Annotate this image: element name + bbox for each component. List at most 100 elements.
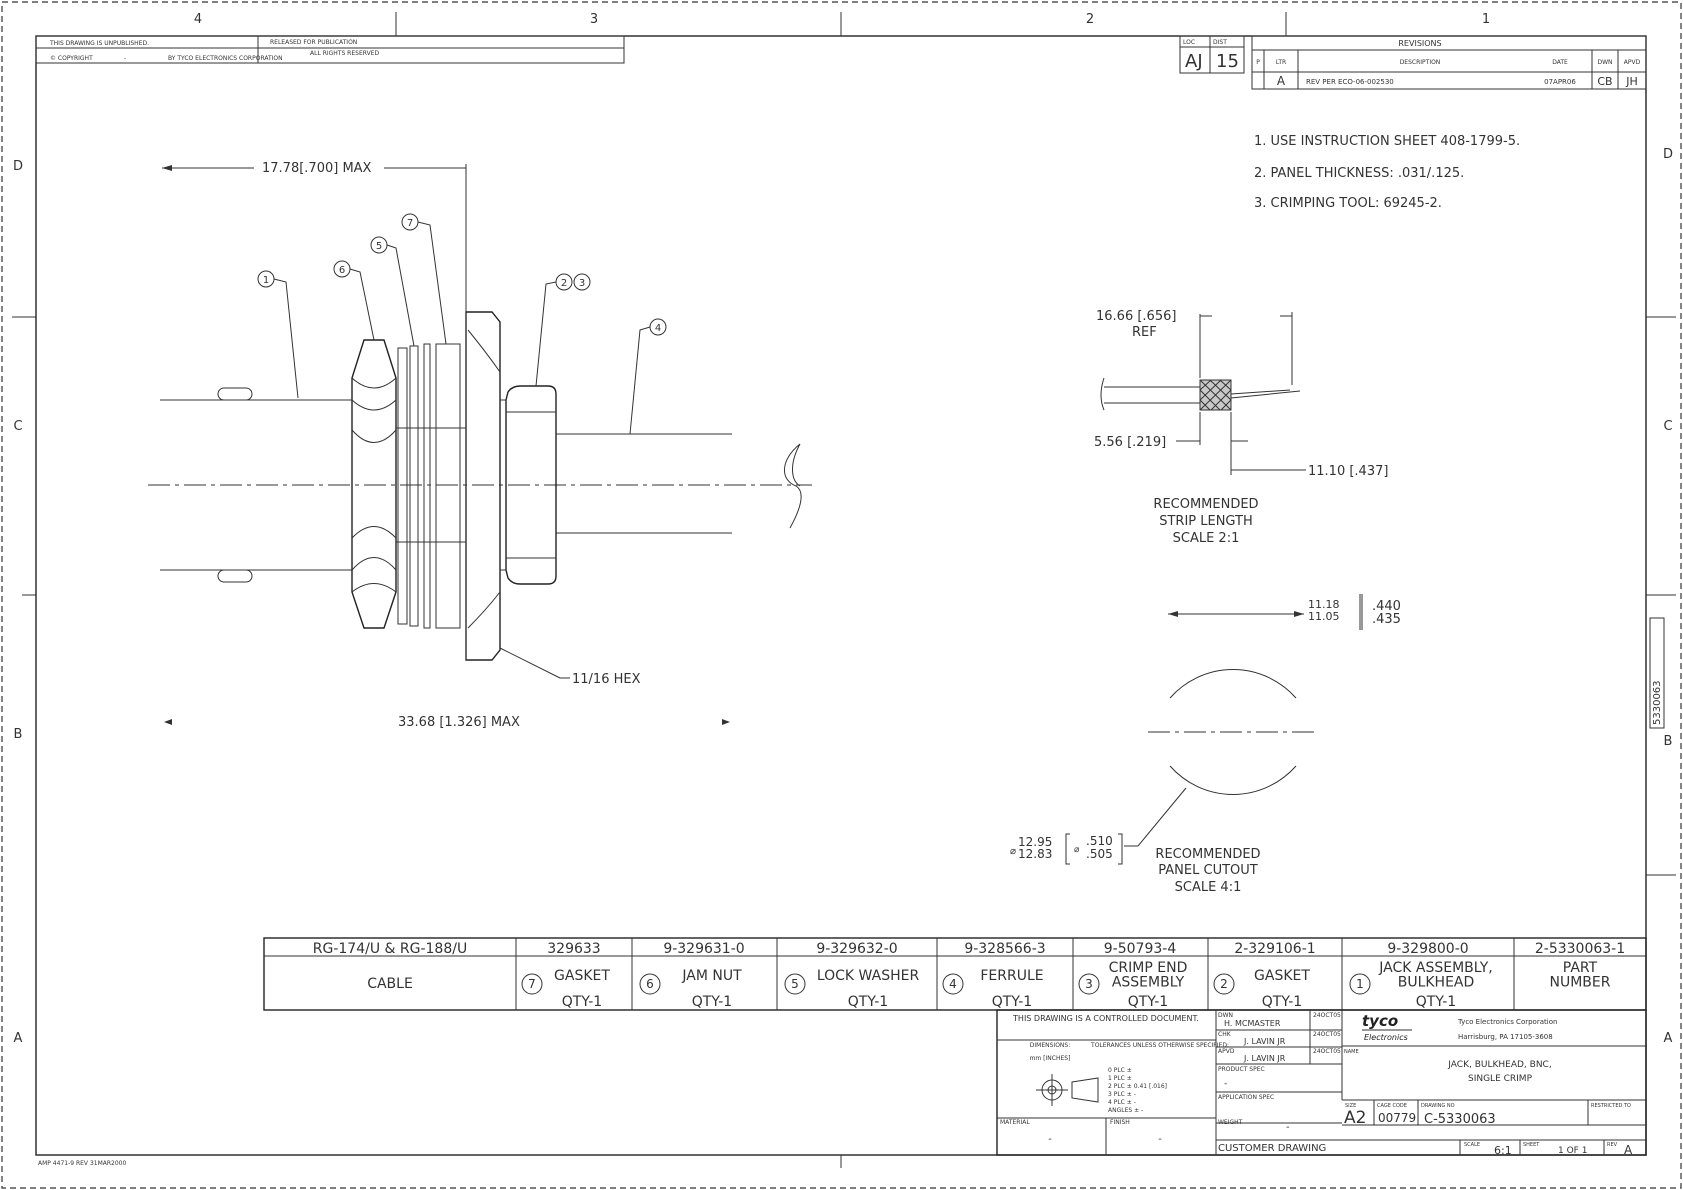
chk-date: 24OCT05: [1313, 1031, 1341, 1038]
dim-strip-b: 11.10 [.437]: [1308, 464, 1388, 479]
revision-block: LOC AJ DIST 15 REVISIONS P LTR DESCRIPTI…: [1179, 35, 1647, 90]
product-spec-value: -: [1224, 1079, 1227, 1089]
dim-overall-top: 17.78[.700] MAX: [262, 161, 372, 176]
drawing-no-label: DRAWING NO: [1421, 1103, 1455, 1109]
svg-text:4: 4: [655, 323, 661, 334]
strip-caption-2: STRIP LENGTH: [1159, 514, 1253, 529]
tol-row-5: ANGLES ± -: [1108, 1107, 1143, 1114]
note-1: 1. USE INSTRUCTION SHEET 408-1799-5.: [1254, 134, 1520, 149]
sheet-label: SHEET: [1523, 1142, 1540, 1148]
note-3: 3. CRIMPING TOOL: 69245-2.: [1254, 196, 1442, 211]
bom-num-1: 1: [1356, 977, 1364, 991]
dimensions-label: DIMENSIONS:: [1030, 1042, 1070, 1049]
zone-row-d-left: D: [13, 159, 23, 174]
rev-header-date: DATE: [1552, 59, 1568, 66]
cutout-caption-2: PANEL CUTOUT: [1158, 863, 1257, 878]
zone-col-3: 3: [590, 12, 598, 27]
svg-text:2: 2: [561, 278, 567, 289]
zone-labels: 4 3 2 1 D C B A D C B A: [13, 12, 1673, 1046]
finish-value: -: [1158, 1134, 1162, 1145]
rev-label: REV: [1607, 1142, 1618, 1148]
dim-dia-in-min: .505: [1086, 847, 1113, 861]
dwn-date: 24OCT05: [1313, 1012, 1341, 1019]
chk-name: J. LAVIN JR: [1243, 1037, 1286, 1046]
dia-symbol-in: ⌀: [1074, 845, 1080, 855]
rev-value: A: [1624, 1143, 1633, 1157]
balloon-5: 5: [370, 236, 415, 347]
bom-desc-cable: CABLE: [367, 976, 413, 992]
connector-side-view: 17.78[.700] MAX 33.68 [1.326] MAX 11/16 …: [148, 161, 812, 730]
bom-pn-7: 329633: [547, 941, 600, 957]
svg-text:3: 3: [579, 278, 585, 289]
form-code: AMP 4471-9 REV 31MAR2000: [38, 1160, 126, 1167]
material-value: -: [1048, 1134, 1052, 1145]
tol-row-4: 4 PLC ± -: [1108, 1099, 1136, 1106]
rev-row-date: 07APR06: [1544, 78, 1576, 86]
revisions-title: REVISIONS: [1398, 39, 1441, 48]
apvd-date: 24OCT05: [1313, 1048, 1341, 1055]
bom-num-6: 6: [646, 977, 654, 991]
rev-row-ltr: A: [1277, 74, 1286, 88]
rev-header-dwn: DWN: [1597, 59, 1612, 66]
dim-overall-bottom: 33.68 [1.326] MAX: [398, 715, 520, 730]
bom-num-2: 2: [1220, 977, 1228, 991]
electronics-logo-text: Electronics: [1364, 1033, 1408, 1042]
rev-header-apvd: APVD: [1624, 59, 1641, 66]
weight-value: -: [1286, 1122, 1290, 1133]
third-angle-projection-icon: [1036, 1074, 1099, 1106]
strip-length-view: 16.66 [.656] REF 5.56 [.219] 11.10 [.437…: [1094, 309, 1388, 546]
dim-dia-mm-max: 12.95: [1018, 835, 1052, 849]
bom-pn-top: 2-5330063-1: [1535, 941, 1625, 957]
rights-note: ALL RIGHTS RESERVED: [310, 50, 379, 57]
bom-num-4: 4: [949, 977, 957, 991]
copyright-dash: -: [124, 55, 126, 62]
bom-pn-3: 9-50793-4: [1104, 941, 1177, 957]
title-block: THIS DRAWING IS A CONTROLLED DOCUMENT. D…: [996, 1009, 1647, 1157]
bom-desc-1: JACK ASSEMBLY,BULKHEAD: [1378, 960, 1492, 991]
balloon-2-3: 2 3: [535, 273, 591, 387]
copyright-note: © COPYRIGHT: [50, 55, 93, 62]
bom-pn-4: 9-328566-3: [964, 941, 1045, 957]
crimp-end-shape: [505, 385, 557, 585]
material-label: MATERIAL: [1000, 1119, 1030, 1126]
apvd-label: APVD: [1218, 1048, 1235, 1055]
bom-pn-5: 9-329632-0: [816, 941, 897, 957]
zone-col-2: 2: [1086, 12, 1094, 27]
cutout-caption-1: RECOMMENDED: [1155, 847, 1260, 862]
customer-drawing-label: CUSTOMER DRAWING: [1218, 1143, 1326, 1154]
loc-value: AJ: [1185, 51, 1203, 72]
rev-row-apvd: JH: [1625, 75, 1638, 88]
bom-pn-2: 2-329106-1: [1234, 941, 1315, 957]
publication-block: THIS DRAWING IS UNPUBLISHED. RELEASED FO…: [35, 35, 625, 64]
cage-code-label: CAGE CODE: [1377, 1103, 1407, 1109]
zone-col-4: 4: [194, 12, 202, 27]
note-2: 2. PANEL THICKNESS: .031/.125.: [1254, 166, 1464, 181]
bom-desc-6: JAM NUT: [681, 968, 742, 984]
weight-label: WEIGHT: [1218, 1119, 1243, 1126]
dim-flat-in-max: .440: [1372, 599, 1401, 614]
dwn-name: H. MCMASTER: [1224, 1019, 1281, 1028]
balloon-6: 6: [333, 260, 375, 341]
size-value: A2: [1344, 1108, 1366, 1128]
rev-header-ltr: LTR: [1276, 59, 1286, 66]
svg-text:7: 7: [407, 218, 413, 229]
part-name-line-1: JACK, BULKHEAD, BNC,: [1447, 1060, 1551, 1070]
finish-label: FINISH: [1110, 1119, 1130, 1126]
tol-row-3: 3 PLC ± -: [1108, 1091, 1136, 1098]
tol-row-2: 2 PLC ± 0.41 [.016]: [1108, 1083, 1167, 1090]
company-address: Harrisburg, PA 17105-3608: [1458, 1033, 1553, 1041]
lock-washer-shape: [397, 347, 408, 625]
bom-qty-5: QTY-1: [848, 994, 888, 1010]
rev-header-description: DESCRIPTION: [1400, 59, 1441, 66]
controlled-note: THIS DRAWING IS A CONTROLLED DOCUMENT.: [1012, 1014, 1199, 1023]
dim-strip-a: 5.56 [.219]: [1094, 435, 1166, 450]
chk-label: CHK: [1218, 1031, 1232, 1038]
bom-qty-1: QTY-1: [1416, 994, 1456, 1010]
bom-desc-2: GASKET: [1254, 968, 1310, 984]
side-tab: 5330063: [1649, 617, 1665, 729]
svg-text:5: 5: [376, 241, 382, 252]
bom-pn-1: 9-329800-0: [1387, 941, 1468, 957]
cutout-arc-bottom: [1169, 765, 1297, 795]
